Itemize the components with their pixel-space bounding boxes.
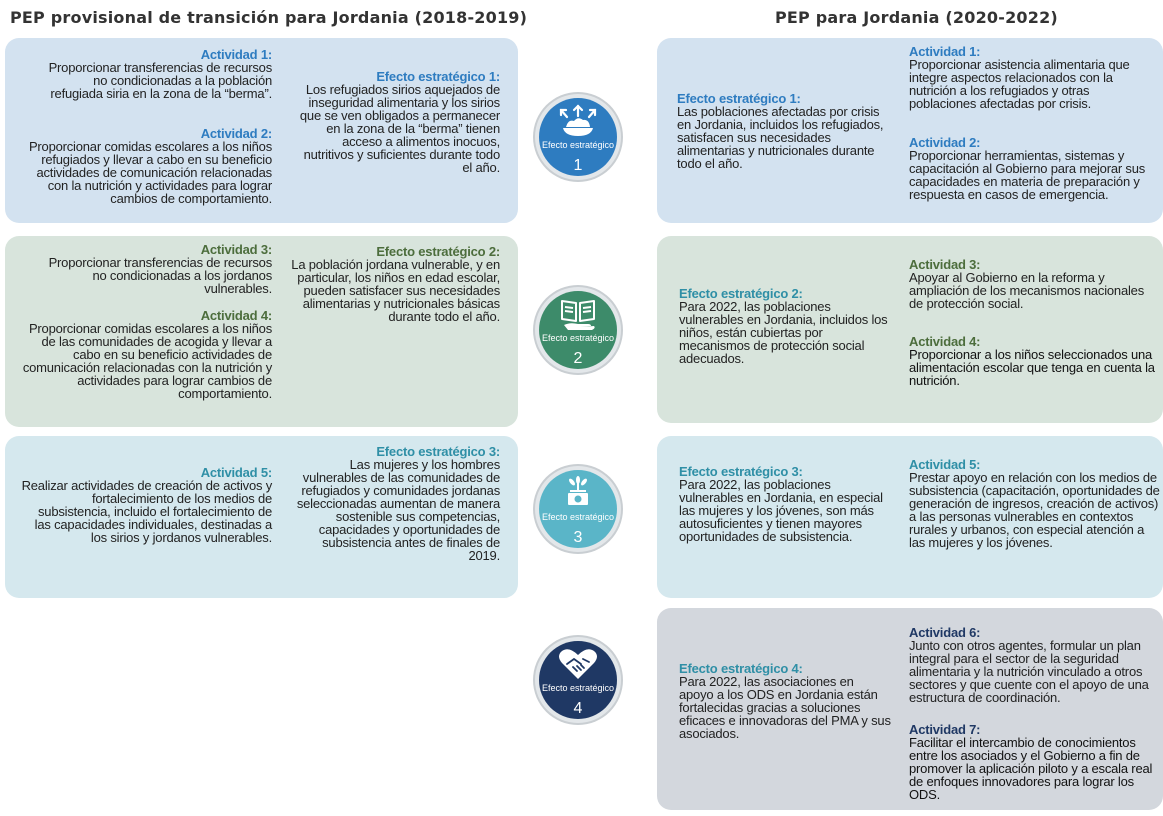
outcome-title: Efecto estratégico 1: [677, 91, 801, 106]
strategic-outcome-3-badge: Efecto estratégico 3 [539, 470, 617, 548]
outcome-title: Efecto estratégico 3: [679, 464, 803, 479]
badge-number: 4 [573, 700, 583, 717]
right-outcome-2: Efecto estratégico 2: Para 2022, las pob… [679, 287, 891, 365]
left-panel-2 [5, 236, 518, 427]
activity-title: Actividad 3: [200, 242, 272, 257]
activity-body: Proporcionar a los niños seleccionados u… [909, 347, 1155, 388]
outcome-body: Las poblaciones afectadas por crisis en … [677, 104, 884, 171]
activity-body: Proporcionar transferencias de recursos … [48, 60, 273, 101]
left-panel-1 [5, 38, 518, 223]
right-activity-6: Actividad 6: Junto con otros agentes, fo… [909, 626, 1161, 704]
left-outcome-2: Efecto estratégico 2: La población jorda… [262, 245, 500, 323]
activity-body: Apoyar al Gobierno en la reforma y ampli… [909, 270, 1144, 311]
left-activity-5: Actividad 5: Realizar actividades de cre… [20, 465, 273, 545]
activity-body: Junto con otros agentes, formular un pla… [909, 638, 1149, 705]
left-activity-4: Actividad 4: Proporcionar comidas escola… [14, 309, 272, 400]
heart-handshake-icon [559, 649, 597, 679]
outcome-title: Efecto estratégico 2: [376, 244, 500, 259]
outcome-title: Efecto estratégico 3: [376, 444, 500, 459]
outcome-body: Las mujeres y los hombres vulnerables de… [296, 457, 500, 563]
right-outcome-4: Efecto estratégico 4: Para 2022, las aso… [679, 662, 891, 740]
outcome-title: Efecto estratégico 4: [679, 661, 803, 676]
badge-label: Efecto estratégico [541, 512, 615, 522]
activity-title: Actividad 2: [909, 135, 981, 150]
strategic-outcome-1-badge: Efecto estratégico 1 [539, 98, 617, 176]
right-activity-7: Actividad 7: Facilitar el intercambio de… [909, 723, 1161, 801]
right-outcome-3: Efecto estratégico 3: Para 2022, las pob… [679, 465, 891, 543]
activity-title: Actividad 5: [909, 457, 981, 472]
right-panel-2 [657, 236, 1163, 423]
activity-title: Actividad 1: [909, 44, 981, 59]
activity-title: Actividad 4: [200, 308, 272, 323]
outcome-body: Los refugiados sirios aquejados de inseg… [299, 82, 500, 175]
outcome-body: Para 2022, las asociaciones en apoyo a l… [679, 674, 891, 741]
activity-title: Actividad 5: [200, 465, 272, 480]
activity-body: Proporcionar comidas escolares a los niñ… [28, 139, 272, 206]
activity-title: Actividad 3: [909, 257, 981, 272]
right-activity-4: Actividad 4: Proporcionar a los niños se… [909, 335, 1159, 387]
right-panel-3 [657, 436, 1163, 598]
outcome-body: Para 2022, las poblaciones vulnerables e… [679, 299, 888, 366]
strategic-outcome-4-badge: Efecto estratégico 4 [539, 641, 617, 719]
wheat-money-icon [568, 476, 588, 505]
left-activity-2: Actividad 2: Proporcionar comidas escola… [18, 127, 272, 205]
outcome-title: Efecto estratégico 2: [679, 286, 803, 301]
left-activity-3: Actividad 3: Proporcionar transferencias… [40, 242, 273, 296]
outcome-body: Para 2022, las poblaciones vulnerables e… [679, 477, 883, 544]
activity-body: Realizar actividades de creación de acti… [21, 478, 273, 545]
right-header: PEP para Jordania (2020-2022) [775, 8, 1058, 27]
activity-title: Actividad 2: [200, 126, 272, 141]
activity-body: Proporcionar herramientas, sistemas y ca… [909, 148, 1146, 202]
left-header: PEP provisional de transición para Jorda… [10, 8, 528, 27]
activity-body: Proporcionar transferencias de recursos … [48, 255, 273, 296]
badge-label: Efecto estratégico [541, 140, 615, 150]
badge-label: Efecto estratégico [541, 333, 615, 343]
right-activity-1: Actividad 1: Proporcionar asistencia ali… [909, 45, 1159, 110]
badge-number: 1 [573, 157, 583, 174]
right-panel-4 [657, 608, 1163, 810]
badge-label: Efecto estratégico [541, 683, 615, 693]
activity-title: Actividad 6: [909, 625, 981, 640]
badge-number: 3 [573, 529, 583, 546]
right-activity-3: Actividad 3: Apoyar al Gobierno en la re… [909, 258, 1161, 310]
left-activity-1: Actividad 1: Proporcionar transferencias… [40, 47, 273, 101]
right-outcome-1: Efecto estratégico 1: Las poblaciones af… [677, 92, 891, 170]
right-activity-2: Actividad 2: Proporcionar herramientas, … [909, 136, 1161, 201]
activity-title: Actividad 4: [909, 334, 981, 349]
activity-body: Prestar apoyo en relación con los medios… [909, 470, 1160, 550]
activity-title: Actividad 1: [200, 47, 272, 62]
outcome-body: La población jordana vulnerable, y en pa… [291, 257, 500, 324]
badge-number: 2 [573, 350, 583, 367]
left-panel-3 [5, 436, 518, 598]
activity-body: Proporcionar comidas escolares a los niñ… [22, 321, 272, 401]
activity-body: Proporcionar asistencia alimentaria que … [909, 57, 1130, 111]
right-activity-5: Actividad 5: Prestar apoyo en relación c… [909, 458, 1161, 549]
right-panel-1 [657, 38, 1163, 223]
food-bowl-icon [559, 104, 597, 136]
left-outcome-3: Efecto estratégico 3: Las mujeres y los … [290, 445, 500, 562]
activity-title: Actividad 7: [909, 722, 981, 737]
strategic-outcome-2-badge: Efecto estratégico 2 [539, 291, 617, 369]
outcome-title: Efecto estratégico 1: [376, 69, 500, 84]
book-hand-icon [561, 300, 595, 330]
left-outcome-1: Efecto estratégico 1: Los refugiados sir… [297, 70, 500, 174]
activity-body: Facilitar el intercambio de conocimiento… [909, 735, 1153, 802]
